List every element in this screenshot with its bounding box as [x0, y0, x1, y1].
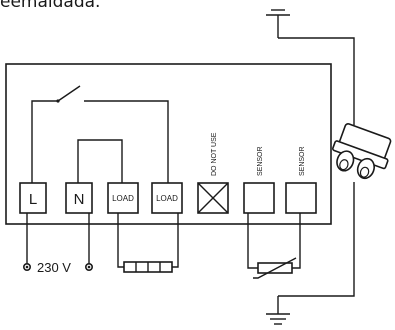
- terminal-load-2: LOAD: [151, 182, 183, 214]
- ground-symbol-bottom: [266, 296, 290, 325]
- sensor-probe-icon: [332, 123, 392, 180]
- heating-load-symbol: [117, 213, 179, 273]
- terminal-L: L: [19, 182, 47, 214]
- terminal-label: LOAD: [156, 194, 178, 203]
- neutral-bridge-wire: [77, 139, 123, 183]
- ground-wire-top: [278, 37, 355, 125]
- terminal-N: N: [65, 182, 93, 214]
- terminal-sensor-2: SENSOR: [285, 146, 317, 214]
- ground-wire-bottom: [278, 182, 355, 297]
- terminal-label: SENSOR: [257, 146, 264, 176]
- terminal-label: N: [74, 191, 85, 208]
- terminal-sensor-1: SENSOR: [243, 146, 275, 214]
- supply-voltage-label: 230 V: [37, 260, 71, 275]
- terminal-label: L: [29, 191, 37, 208]
- thermistor-symbol: [247, 213, 301, 279]
- terminal-label: DO NOT USE: [211, 132, 218, 176]
- switch-symbol: [31, 85, 169, 183]
- terminal-do-not-use: DO NOT USE: [197, 132, 229, 214]
- supply-wires: [22, 213, 94, 271]
- terminal-label: SENSOR: [299, 146, 306, 176]
- caption-text: eemaldada.: [0, 0, 101, 12]
- terminal-load-1: LOAD: [107, 182, 139, 214]
- terminal-label: LOAD: [112, 194, 134, 203]
- ground-symbol-top: [266, 9, 290, 38]
